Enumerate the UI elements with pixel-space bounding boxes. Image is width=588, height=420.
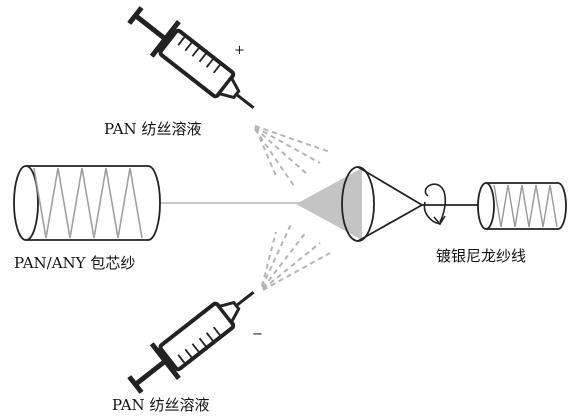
core-yarn-label: PAN/ANY 包芯纱: [14, 254, 136, 272]
top-spray-jets: [254, 125, 331, 187]
fiber-cone: [296, 168, 362, 240]
bottom-spray-jets: [261, 221, 331, 291]
top-syringe: [127, 6, 255, 110]
bottom-syringe: [127, 290, 255, 394]
syringe-icon: [127, 6, 255, 110]
nylon-yarn-cylinder: [477, 182, 567, 230]
nylon-yarn-label: 镀银尼龙纱线: [436, 247, 527, 265]
top-solution-label: PAN 纺丝溶液: [104, 120, 202, 138]
negative-terminal-sign: −: [252, 327, 263, 342]
nylon-yarn-coil: [493, 184, 558, 228]
bottom-solution-label: PAN 纺丝溶液: [112, 396, 210, 414]
core-yarn-cylinder: [13, 165, 161, 241]
funnel-collector: [341, 166, 423, 242]
syringe-icon: [127, 290, 255, 394]
positive-terminal-sign: +: [234, 43, 245, 58]
core-yarn-coil: [33, 167, 143, 239]
rotation-arrow-icon: [423, 183, 447, 226]
